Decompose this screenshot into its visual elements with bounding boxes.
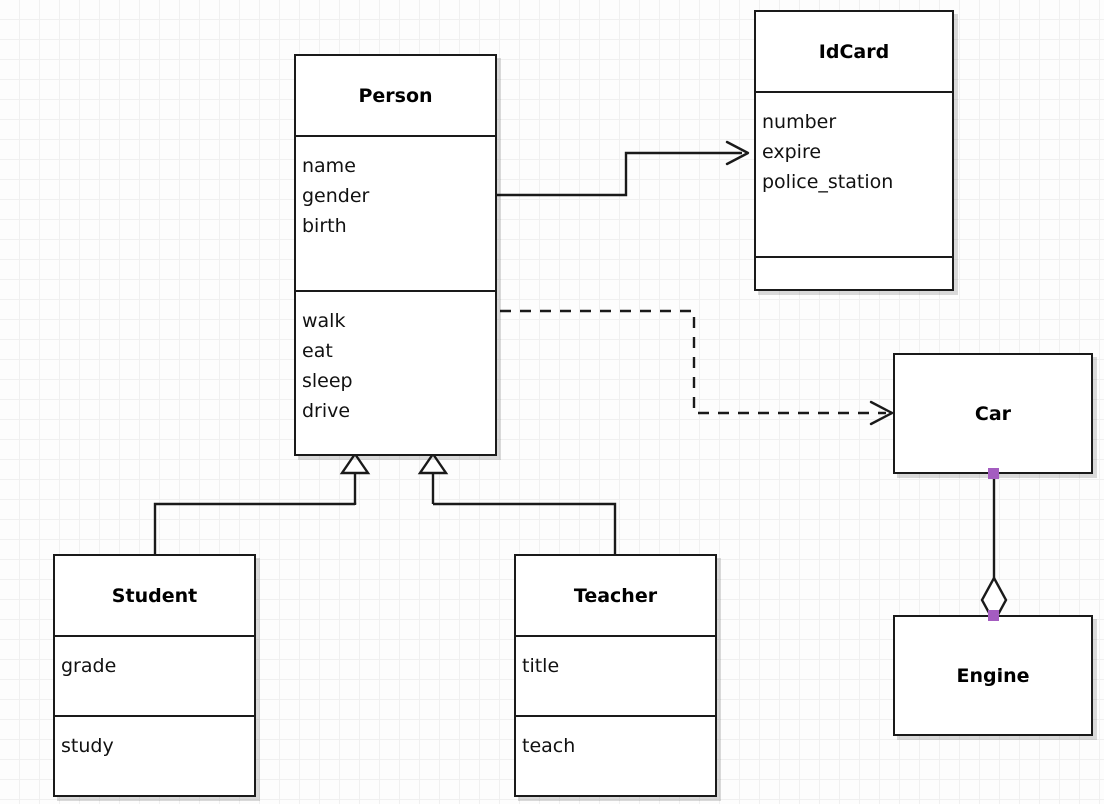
relation-person-car <box>500 309 894 426</box>
method-item: sleep <box>302 370 353 392</box>
class-title-car: Car <box>974 402 1012 425</box>
attribute-item: grade <box>61 655 117 677</box>
class-title-teacher: Teacher <box>573 584 658 607</box>
uml-class-student[interactable]: Student grade study <box>53 554 256 797</box>
class-attributes-person: name gender birth <box>296 135 495 290</box>
class-attributes-idcard: number expire police_station <box>756 91 952 256</box>
method-item: teach <box>522 735 576 757</box>
method-item: study <box>61 735 114 757</box>
class-methods-student: study <box>55 715 254 799</box>
connection-handle-engine[interactable] <box>988 610 999 621</box>
class-methods-person: walk eat sleep drive <box>296 290 495 456</box>
class-title-person: Person <box>358 84 433 107</box>
attribute-item: police_station <box>762 171 894 193</box>
attribute-item: title <box>522 655 560 677</box>
method-item: walk <box>302 310 346 332</box>
attribute-item: gender <box>302 185 370 207</box>
class-title-engine: Engine <box>956 664 1030 687</box>
uml-class-car[interactable]: Car <box>893 353 1093 474</box>
relation-student-person <box>153 451 371 554</box>
uml-class-teacher[interactable]: Teacher title teach <box>514 554 717 797</box>
class-title-idcard: IdCard <box>818 40 890 63</box>
uml-class-person[interactable]: Person name gender birth walk eat sleep … <box>294 54 497 456</box>
connection-handle-car[interactable] <box>988 468 999 479</box>
relation-car-engine <box>980 474 1008 625</box>
method-item: drive <box>302 400 351 422</box>
class-title-student: Student <box>111 584 198 607</box>
class-methods-teacher: teach <box>516 715 715 799</box>
relation-teacher-person <box>417 451 617 554</box>
uml-class-idcard[interactable]: IdCard number expire police_station <box>754 10 954 291</box>
class-attributes-teacher: title <box>516 635 715 715</box>
method-item: eat <box>302 340 333 362</box>
attribute-item: birth <box>302 215 347 237</box>
attribute-item: number <box>762 111 837 133</box>
relation-person-idcard <box>495 140 750 197</box>
attribute-item: name <box>302 155 356 177</box>
attribute-item: expire <box>762 141 822 163</box>
class-attributes-student: grade <box>55 635 254 715</box>
class-methods-idcard <box>756 256 952 293</box>
uml-class-engine[interactable]: Engine <box>893 615 1093 736</box>
